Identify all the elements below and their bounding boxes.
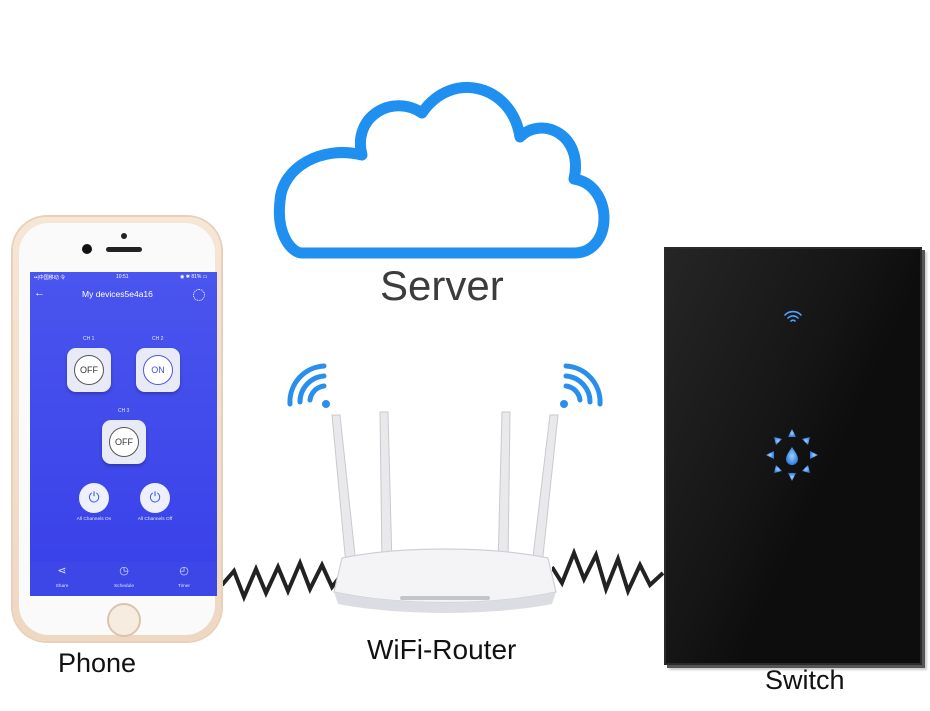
switch-label: Switch [765, 665, 845, 696]
stopwatch-icon[interactable]: ◴ [164, 564, 204, 577]
smart-switch-panel [664, 247, 922, 665]
home-button [107, 603, 141, 637]
status-time: 10:51 [116, 274, 129, 280]
channel-1-label: CH 1 [83, 336, 94, 342]
all-channels-off-button[interactable]: ⏻ [140, 483, 170, 513]
smartphone: ••|中国移动 令 10:51 ◉ ✱ 81% ▭ ← My devices5e… [13, 217, 221, 641]
channel-1-state: OFF [74, 355, 104, 385]
front-camera [82, 244, 92, 254]
toolbar-schedule-label[interactable]: Schedule [104, 584, 144, 589]
app-title: My devices5e4a16 [82, 289, 153, 299]
app-screen: ••|中国移动 令 10:51 ◉ ✱ 81% ▭ ← My devices5e… [30, 272, 217, 596]
all-channels-off-label: All Channels Off [125, 517, 185, 522]
router-device [280, 360, 610, 620]
channel-3-state: OFF [109, 427, 139, 457]
channel-1-button[interactable]: OFF [67, 348, 111, 392]
status-carrier: ••|中国移动 令 [34, 274, 65, 281]
app-header: ← My devices5e4a16 [30, 284, 217, 306]
all-channels-on-label: All Channels On [64, 517, 124, 522]
status-battery: ◉ ✱ 81% ▭ [180, 274, 207, 280]
bottom-toolbar: ⋖ Share ◷ Schedule ◴ Timer [30, 562, 217, 596]
clock-icon[interactable]: ◷ [104, 564, 144, 577]
switch-wifi-indicator-icon [783, 309, 803, 325]
server-label: Server [380, 262, 504, 310]
channel-2-button[interactable]: ON [136, 348, 180, 392]
toolbar-timer-label[interactable]: Timer [164, 584, 204, 589]
more-options-icon[interactable] [193, 289, 205, 301]
phone-face: ••|中国移动 令 10:51 ◉ ✱ 81% ▭ ← My devices5e… [19, 223, 215, 635]
router-label: WiFi-Router [367, 634, 516, 666]
cloud-icon [262, 75, 622, 260]
wifi-signal-right-icon [560, 366, 600, 408]
earpiece-speaker [106, 247, 142, 252]
phone-label: Phone [58, 648, 136, 679]
wifi-signal-left-icon [290, 366, 330, 408]
status-bar: ••|中国移动 令 10:51 ◉ ✱ 81% ▭ [30, 272, 217, 282]
front-sensor [121, 233, 127, 239]
touch-button-icon[interactable] [762, 425, 822, 485]
back-arrow-icon[interactable]: ← [34, 287, 45, 299]
share-icon[interactable]: ⋖ [42, 564, 82, 577]
all-channels-on-button[interactable]: ⏻ [79, 483, 109, 513]
channel-2-state: ON [143, 355, 173, 385]
channel-3-label: CH 3 [118, 408, 129, 414]
toolbar-share-label[interactable]: Share [42, 584, 82, 589]
channel-2-label: CH 2 [152, 336, 163, 342]
channel-3-button[interactable]: OFF [102, 420, 146, 464]
